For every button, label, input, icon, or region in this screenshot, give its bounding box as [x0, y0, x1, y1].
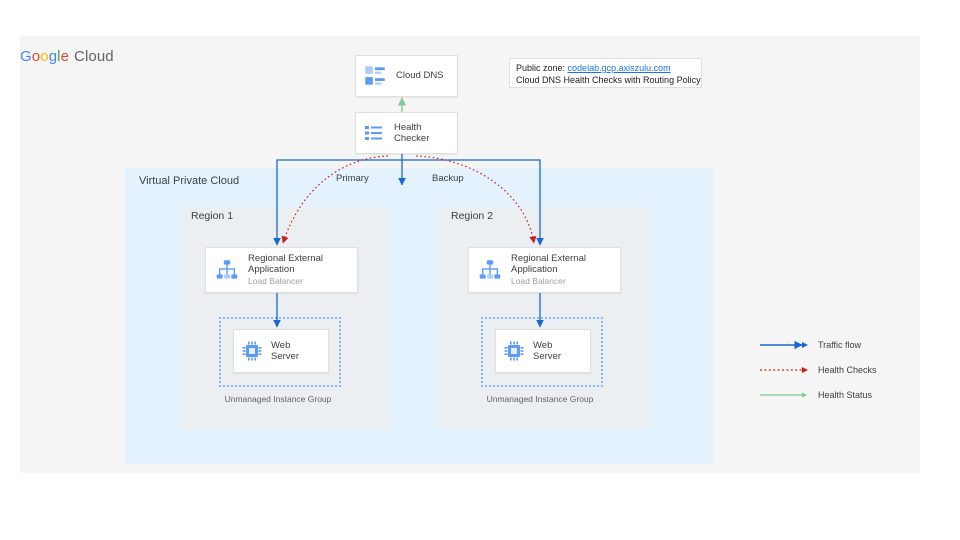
public-zone-prefix: Public zone:	[516, 63, 566, 73]
primary-flow-label: Primary	[336, 173, 369, 184]
instance-group-1-boundary	[219, 317, 341, 387]
legend-label-traffic-flow: Traffic flow	[818, 339, 862, 350]
load-balancer-region-2-subtitle: Load Balancer	[511, 275, 566, 286]
instance-group-2-boundary	[481, 317, 603, 387]
legend-line-health-checks	[760, 366, 808, 373]
legend-item-health-status: Health Status	[760, 382, 910, 407]
load-balancer-region-1-label: Regional External Application Load Balan…	[248, 252, 323, 286]
instance-group-1-label: Unmanaged Instance Group	[224, 394, 332, 404]
cloud-dns-label: Cloud DNS	[396, 70, 444, 82]
health-checker-icon	[362, 121, 386, 145]
legend-label-health-checks: Health Checks	[818, 364, 877, 375]
load-balancer-icon	[214, 257, 240, 283]
cloud-dns-icon	[362, 63, 388, 89]
legend-item-traffic-flow: Traffic flow	[760, 332, 910, 357]
web-server-chip-icon	[502, 339, 526, 363]
vpc-label: Virtual Private Cloud	[139, 175, 240, 187]
legend-line-health-status	[760, 392, 807, 397]
legend: Traffic flow Health Checks Health Status	[760, 332, 910, 407]
public-zone-link[interactable]: codelab.gcp.axiszulu.com	[567, 63, 671, 73]
load-balancer-region-2-node[interactable]: Regional External Application Load Balan…	[468, 247, 621, 293]
load-balancer-icon	[477, 257, 503, 283]
public-zone-description: Cloud DNS Health Checks with Routing Pol…	[516, 75, 701, 85]
cloud-dns-node[interactable]: Cloud DNS	[355, 55, 458, 97]
load-balancer-region-1-subtitle: Load Balancer	[248, 275, 303, 286]
region-1-label: Region 1	[191, 210, 234, 222]
backup-flow-label: Backup	[432, 173, 464, 184]
legend-label-health-status: Health Status	[818, 389, 873, 400]
web-server-chip-icon	[240, 339, 264, 363]
logo-cloud-text: Cloud	[74, 48, 114, 65]
region-2-label: Region 2	[451, 210, 494, 222]
instance-group-2-label: Unmanaged Instance Group	[486, 394, 594, 404]
public-zone-note: Public zone: codelab.gcp.axiszulu.com Cl…	[509, 58, 702, 88]
load-balancer-region-2-label: Regional External Application Load Balan…	[511, 252, 586, 286]
load-balancer-region-1-node[interactable]: Regional External Application Load Balan…	[205, 247, 358, 293]
legend-line-traffic	[760, 340, 808, 349]
public-zone-line: Public zone: codelab.gcp.axiszulu.com	[516, 62, 695, 74]
legend-item-health-checks: Health Checks	[760, 357, 910, 382]
